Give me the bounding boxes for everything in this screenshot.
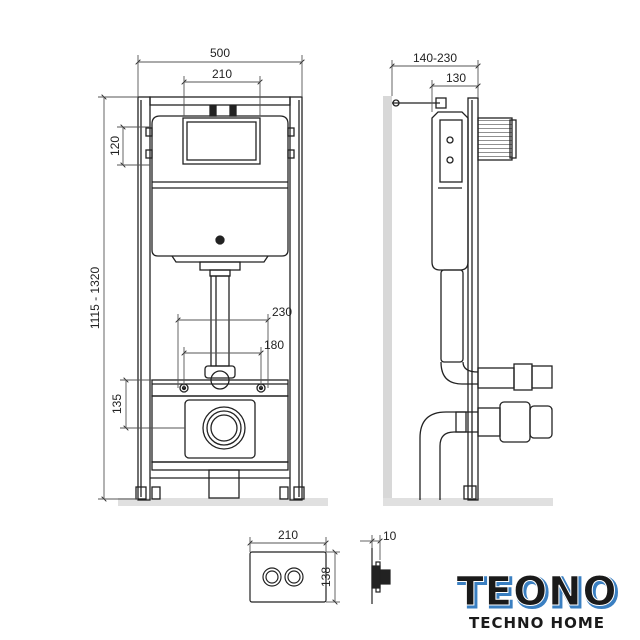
- flush-button-large: [284, 567, 304, 587]
- frame-right-post: [289, 96, 303, 501]
- frame-left-post: [137, 96, 151, 501]
- brand-logo: TEONO TEONO TECHNO HOME: [456, 569, 620, 633]
- front-view: [118, 96, 328, 506]
- dim-button-height: 138: [319, 567, 333, 587]
- drain-outlet: [202, 406, 246, 450]
- dim-spacing-outer: 230: [272, 305, 292, 319]
- dim-button-width: 210: [278, 528, 298, 542]
- dim-height-top: 120: [108, 136, 122, 156]
- dim-width-inner: 210: [212, 67, 232, 81]
- dim-width-total: 500: [210, 46, 230, 60]
- side-floor: [383, 498, 553, 506]
- flush-pipe: [210, 275, 230, 367]
- side-dimensions: [392, 60, 478, 112]
- flush-button-small: [262, 567, 282, 587]
- flush-button-front: [249, 551, 327, 603]
- brand-name: TEONO: [458, 571, 619, 617]
- side-flush-housing: [477, 117, 513, 161]
- front-floor: [118, 498, 328, 506]
- side-view: [383, 96, 553, 506]
- front-dimensions: [98, 55, 302, 499]
- dim-height-connection: 135: [110, 394, 124, 414]
- side-wall: [383, 96, 392, 501]
- dim-height-total: 1115 - 1320: [88, 267, 102, 330]
- brand-name-front: TEONO: [456, 569, 617, 615]
- cistern: [151, 115, 289, 257]
- brand-tagline: TECHNO HOME: [469, 614, 605, 632]
- side-drain-elbow: [419, 411, 478, 500]
- dim-spacing-inner: 180: [264, 338, 284, 352]
- dim-depth-total: 140-230: [413, 51, 457, 65]
- side-frame-post: [467, 97, 479, 501]
- dim-depth-frame: 130: [446, 71, 466, 85]
- frame-top-bar: [149, 96, 291, 106]
- dim-button-depth: 10: [383, 529, 397, 543]
- flush-opening: [182, 117, 261, 165]
- flush-button-side: [371, 548, 391, 604]
